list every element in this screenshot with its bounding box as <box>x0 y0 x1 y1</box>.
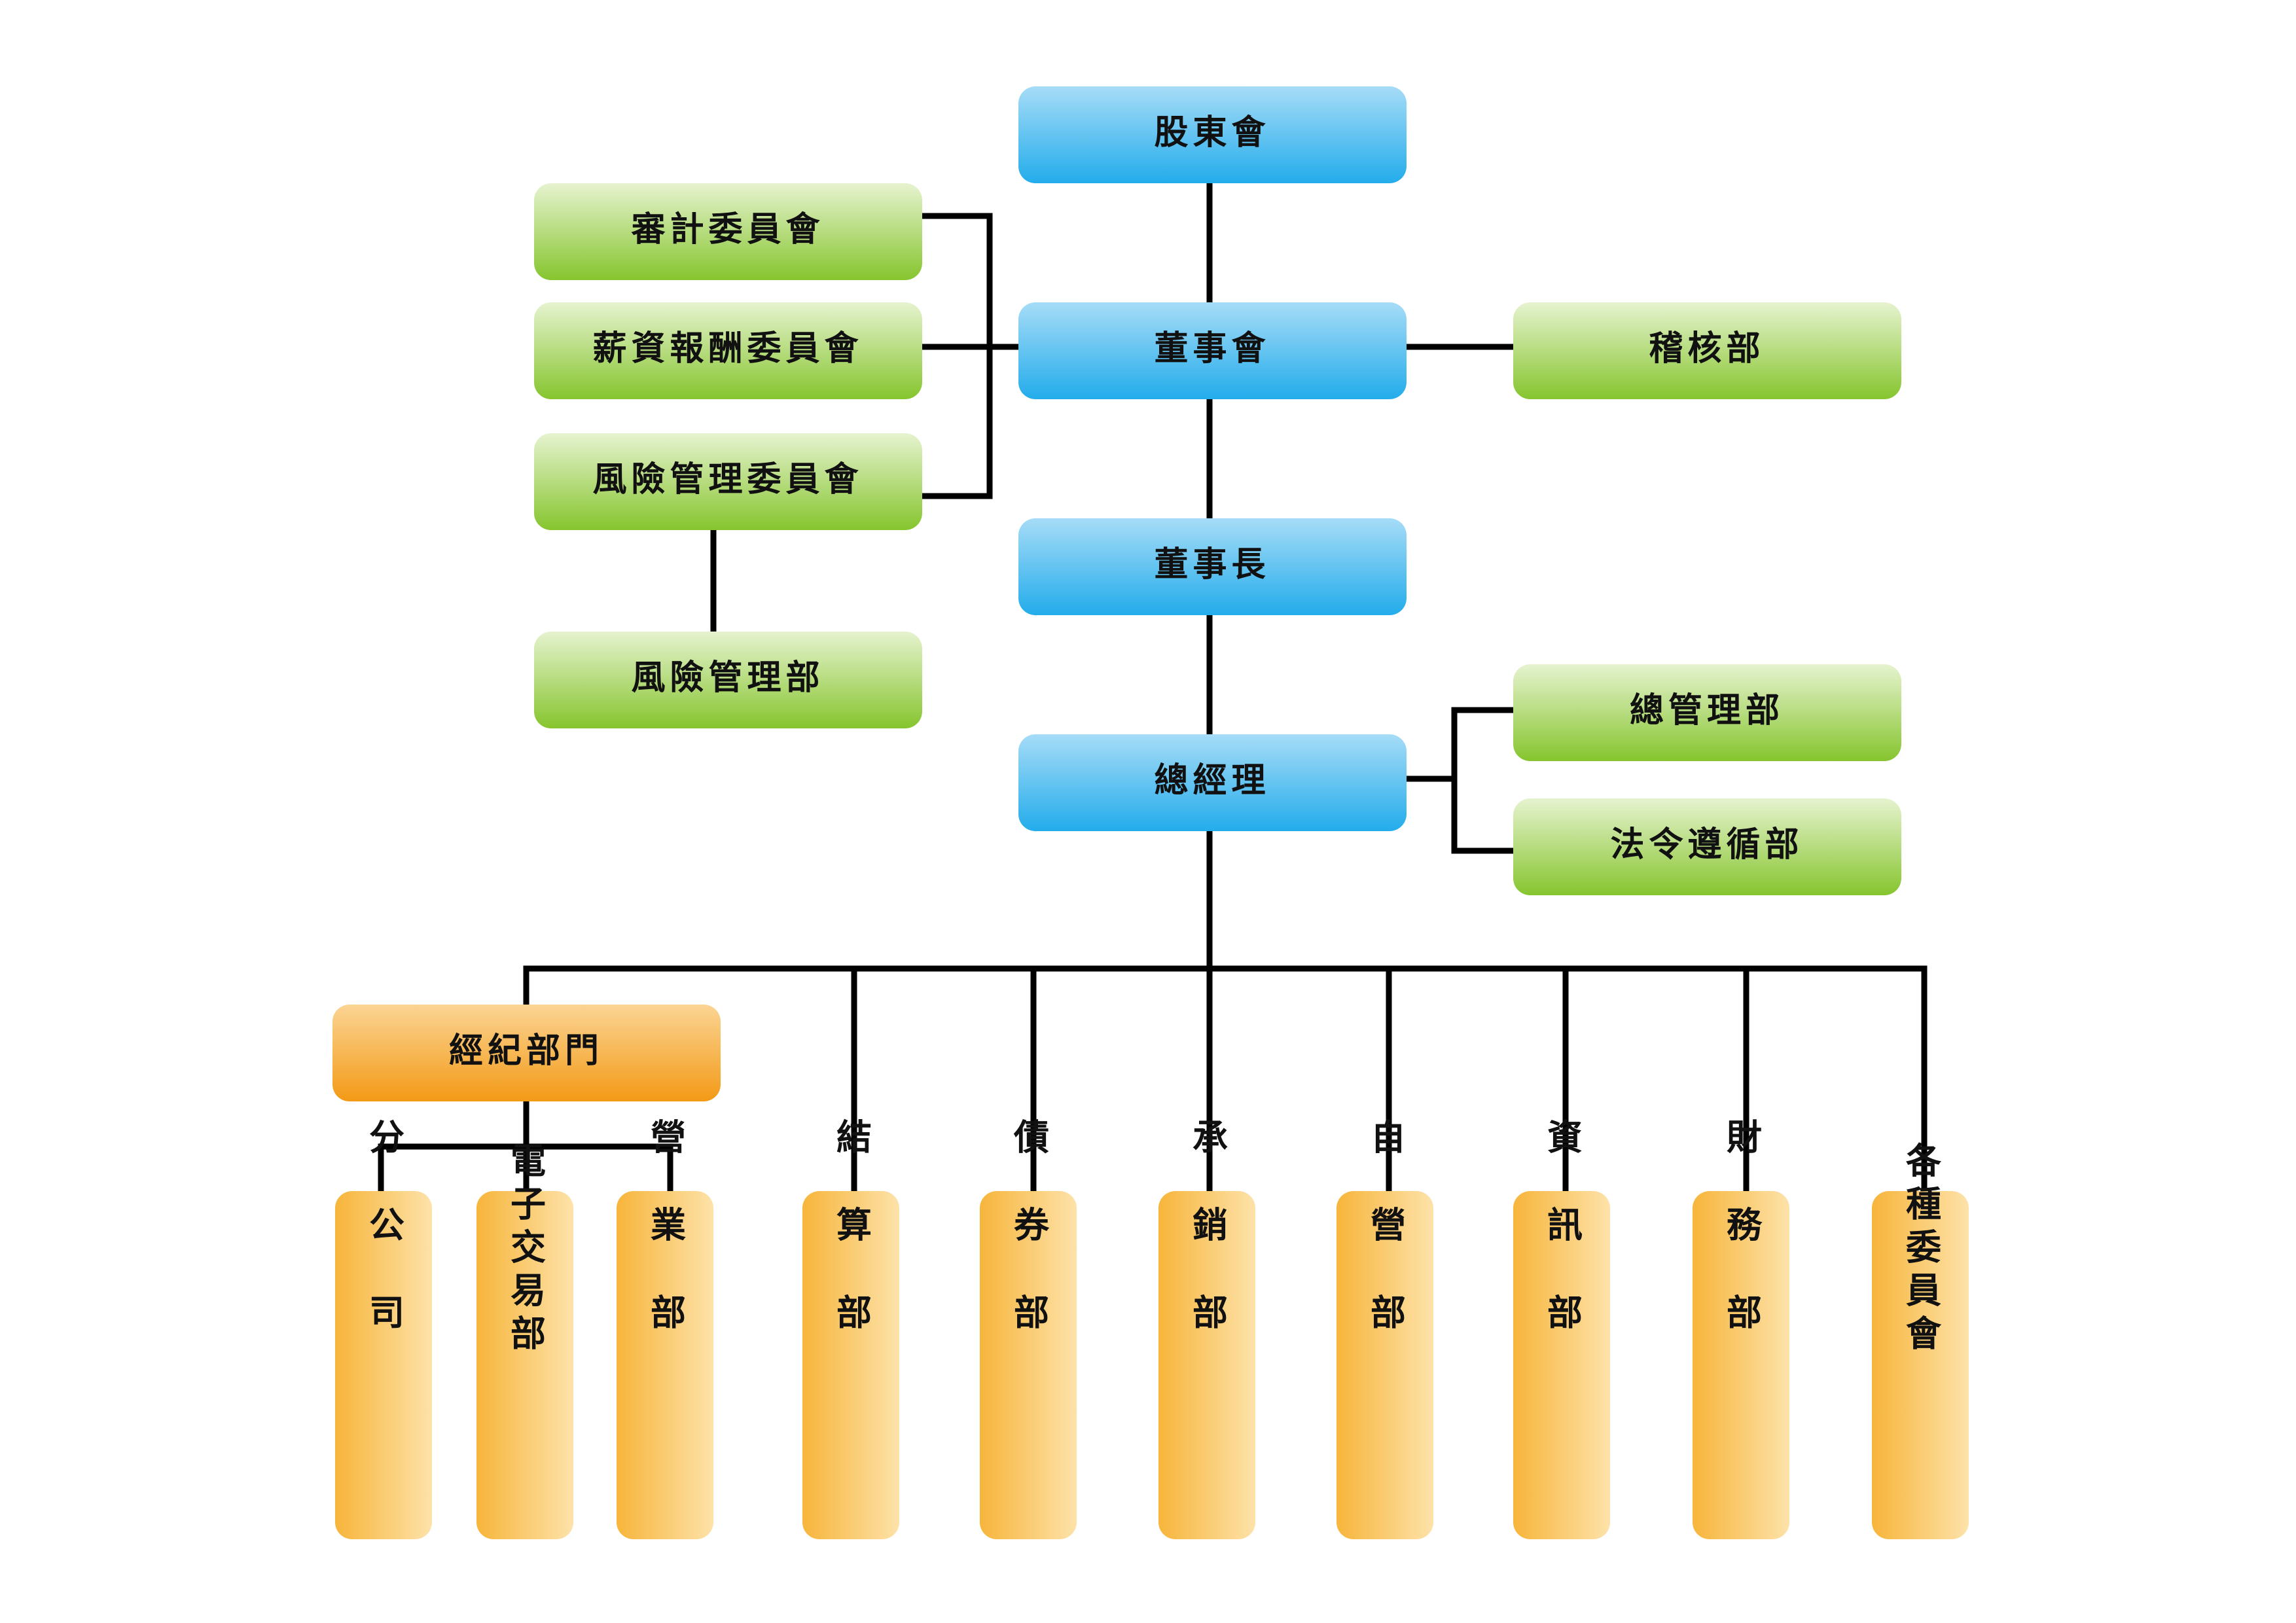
information-label: 資訊部 <box>1541 1118 1583 1382</box>
compensation-committee-label: 薪資報酬委員會 <box>592 329 863 368</box>
finance-node: 財務部 <box>1693 1118 1789 1539</box>
shareholders-node: 股東會 <box>1018 86 1407 183</box>
various-committees-node: 各種委員會 <box>1872 1142 1969 1539</box>
auditing-department-node: 稽核部 <box>1513 302 1901 399</box>
business-department-node: 營業部 <box>617 1118 713 1539</box>
risk-committee-label: 風險管理委員會 <box>592 460 863 499</box>
brokerage-label: 經紀部門 <box>449 1031 603 1071</box>
information-node: 資訊部 <box>1513 1118 1610 1539</box>
electronic-trading-node: 電子交易部 <box>476 1142 573 1539</box>
audit-committee-node: 審計委員會 <box>534 183 922 280</box>
branches-node: 分公司 <box>335 1118 432 1539</box>
general-admin-label: 總管理部 <box>1630 691 1784 730</box>
branches-label: 分公司 <box>363 1118 404 1382</box>
risk-committee-node: 風險管理委員會 <box>534 433 922 530</box>
risk-department-node: 風險管理部 <box>534 632 922 728</box>
business-department-label: 營業部 <box>645 1118 686 1382</box>
brokerage-node: 經紀部門 <box>332 1005 721 1101</box>
electronic-trading-label: 電子交易部 <box>505 1142 546 1358</box>
underwriting-label: 承銷部 <box>1187 1118 1228 1382</box>
board-node: 董事會 <box>1018 302 1407 399</box>
compensation-committee-node: 薪資報酬委員會 <box>534 302 922 399</box>
bonds-node: 債券部 <box>980 1118 1077 1539</box>
risk-department-label: 風險管理部 <box>631 658 824 698</box>
president-label: 總經理 <box>1154 761 1270 800</box>
shareholders-label: 股東會 <box>1154 113 1270 152</box>
chairman-label: 董事長 <box>1154 545 1270 584</box>
board-label: 董事會 <box>1154 329 1270 368</box>
proprietary-node: 自營部 <box>1336 1118 1433 1539</box>
settlement-label: 結算部 <box>831 1118 872 1382</box>
bonds-label: 債券部 <box>1008 1118 1050 1382</box>
compliance-label: 法令遵循部 <box>1610 825 1803 865</box>
auditing-department-label: 稽核部 <box>1649 329 1765 368</box>
settlement-node: 結算部 <box>802 1118 899 1539</box>
various-committees-label: 各種委員會 <box>1900 1142 1941 1358</box>
audit-committee-label: 審計委員會 <box>630 210 824 249</box>
chairman-node: 董事長 <box>1018 518 1407 615</box>
connector-board-committees <box>922 213 1024 499</box>
compliance-node: 法令遵循部 <box>1513 798 1901 895</box>
underwriting-node: 承銷部 <box>1158 1118 1255 1539</box>
connector-brokerage-units <box>378 1099 673 1201</box>
general-admin-node: 總管理部 <box>1513 664 1901 761</box>
president-node: 總經理 <box>1018 734 1407 831</box>
proprietary-label: 自營部 <box>1365 1118 1406 1382</box>
connector-president-staff <box>1404 707 1525 854</box>
connector-department-bus <box>523 965 1928 1201</box>
connectors <box>378 180 1928 1201</box>
finance-label: 財務部 <box>1721 1118 1762 1382</box>
